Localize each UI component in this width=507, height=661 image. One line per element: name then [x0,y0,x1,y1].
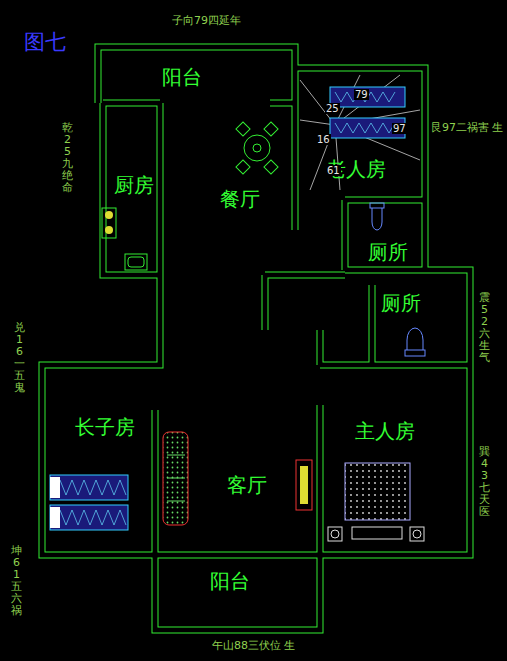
sector-number: 61 [326,165,341,176]
room-name: 阳台 [210,568,250,595]
tv-cabinet [296,460,312,510]
room-area: 厨房 [106,106,158,272]
compass-lines [300,75,420,190]
dining-table [236,122,278,174]
walls [42,47,470,630]
compass-note: 子向79四延年 [172,13,241,28]
room-area: 阳台 [104,50,294,100]
compass-note: 震52六生气 [479,292,490,365]
room-name: 厕所 [381,290,421,317]
compass-note: 坤61五六祸 [11,545,22,618]
room-name: 厨房 [114,172,154,199]
room-area: 长子房 [45,368,152,552]
room-name: 阳台 [162,64,202,91]
room-name: 客厅 [227,472,267,499]
compass-note: 午山88三伏位 生 [212,638,296,653]
compass-note: 乾25九绝命 [62,122,73,195]
toilets [370,203,425,356]
room-name: 主人房 [355,418,415,445]
room-area: 客厅 [163,278,317,552]
room-area: 厕所 [348,203,422,267]
room-area: 厕所 [375,288,467,362]
figure-title: 图七 [24,28,66,56]
compass-note: 艮97二祸害 生 [431,120,504,135]
sink [125,254,147,270]
room-name: 长子房 [75,414,135,441]
room-name: 餐厅 [220,186,260,213]
sector-number: 97 [392,123,407,134]
compass-note: 兑16一五鬼 [14,322,25,395]
compass-note: 巽43七天医 [479,446,490,519]
master-bed [328,463,424,541]
sofa [163,432,188,525]
sector-number: 16 [316,134,331,145]
room-area: 主人房 [323,368,467,552]
sector-number: 79 [354,89,369,100]
room-area: 阳台 [158,558,317,627]
room-area: 餐厅 [164,106,292,271]
sector-number: 25 [325,103,340,114]
child-beds [50,475,128,530]
room-name: 厕所 [368,239,408,266]
stove [102,208,116,238]
